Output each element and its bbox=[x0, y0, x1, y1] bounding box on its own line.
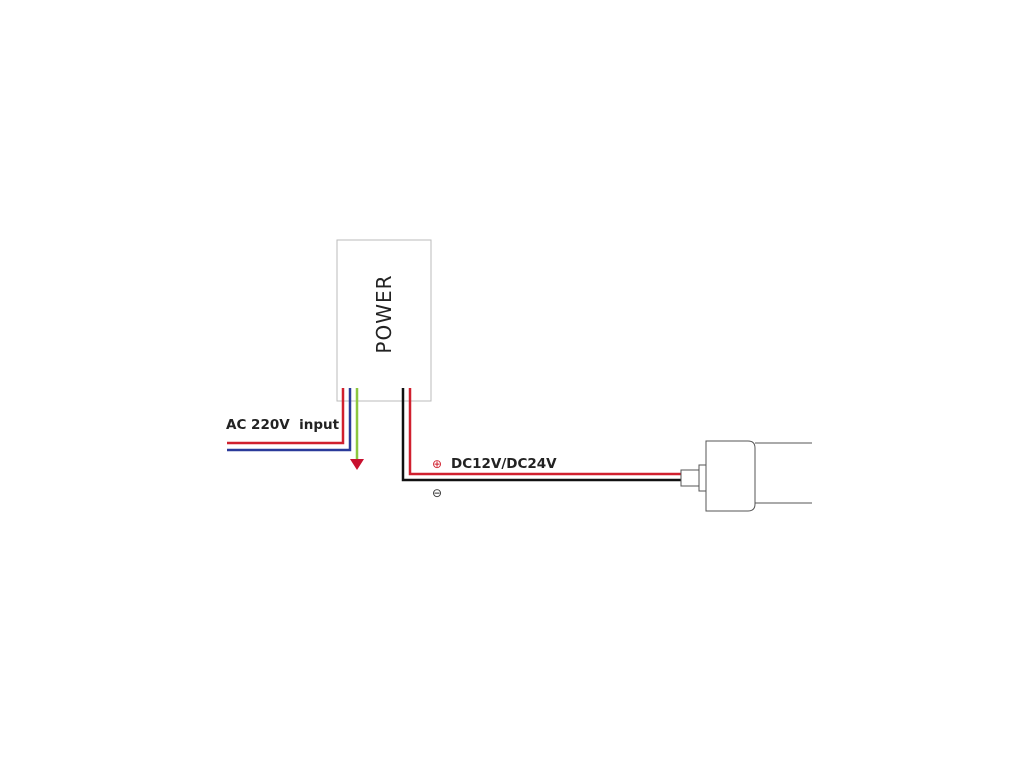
dc-negative-wire bbox=[401, 388, 681, 482]
ac-neutral-wire bbox=[227, 388, 352, 452]
lamp-connector-plug bbox=[680, 469, 700, 487]
positive-symbol-icon: ⊕ bbox=[432, 457, 442, 471]
led-tube-lamp bbox=[680, 440, 812, 512]
dc-output-label: DC12V/DC24V bbox=[451, 456, 557, 472]
dc-positive-wire bbox=[408, 388, 681, 476]
power-supply-label: POWER bbox=[372, 274, 396, 353]
negative-symbol-icon: ⊖ bbox=[432, 486, 442, 500]
lamp-end-cap-ring bbox=[698, 464, 707, 492]
lamp-end-cap bbox=[705, 440, 756, 512]
earth-arrow-icon bbox=[350, 459, 364, 470]
ac-input-label: AC 220V input bbox=[226, 417, 340, 433]
power-supply-box bbox=[336, 239, 432, 402]
ac-live-wire bbox=[227, 388, 345, 445]
